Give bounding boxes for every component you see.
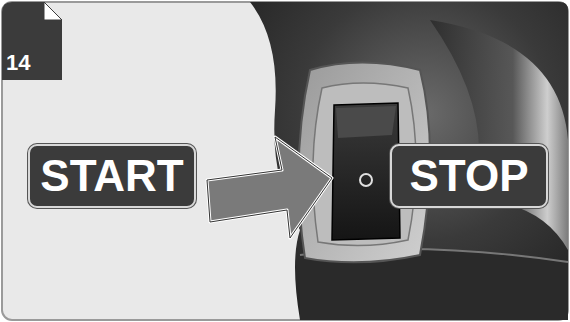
- switch-state-text: STOP: [409, 154, 528, 198]
- figure-number: 14: [6, 52, 30, 74]
- start-label: START: [28, 144, 196, 208]
- switch-state-text: START: [40, 154, 183, 198]
- stop-label: STOP: [390, 144, 548, 208]
- page-number-tab: 14: [6, 40, 58, 74]
